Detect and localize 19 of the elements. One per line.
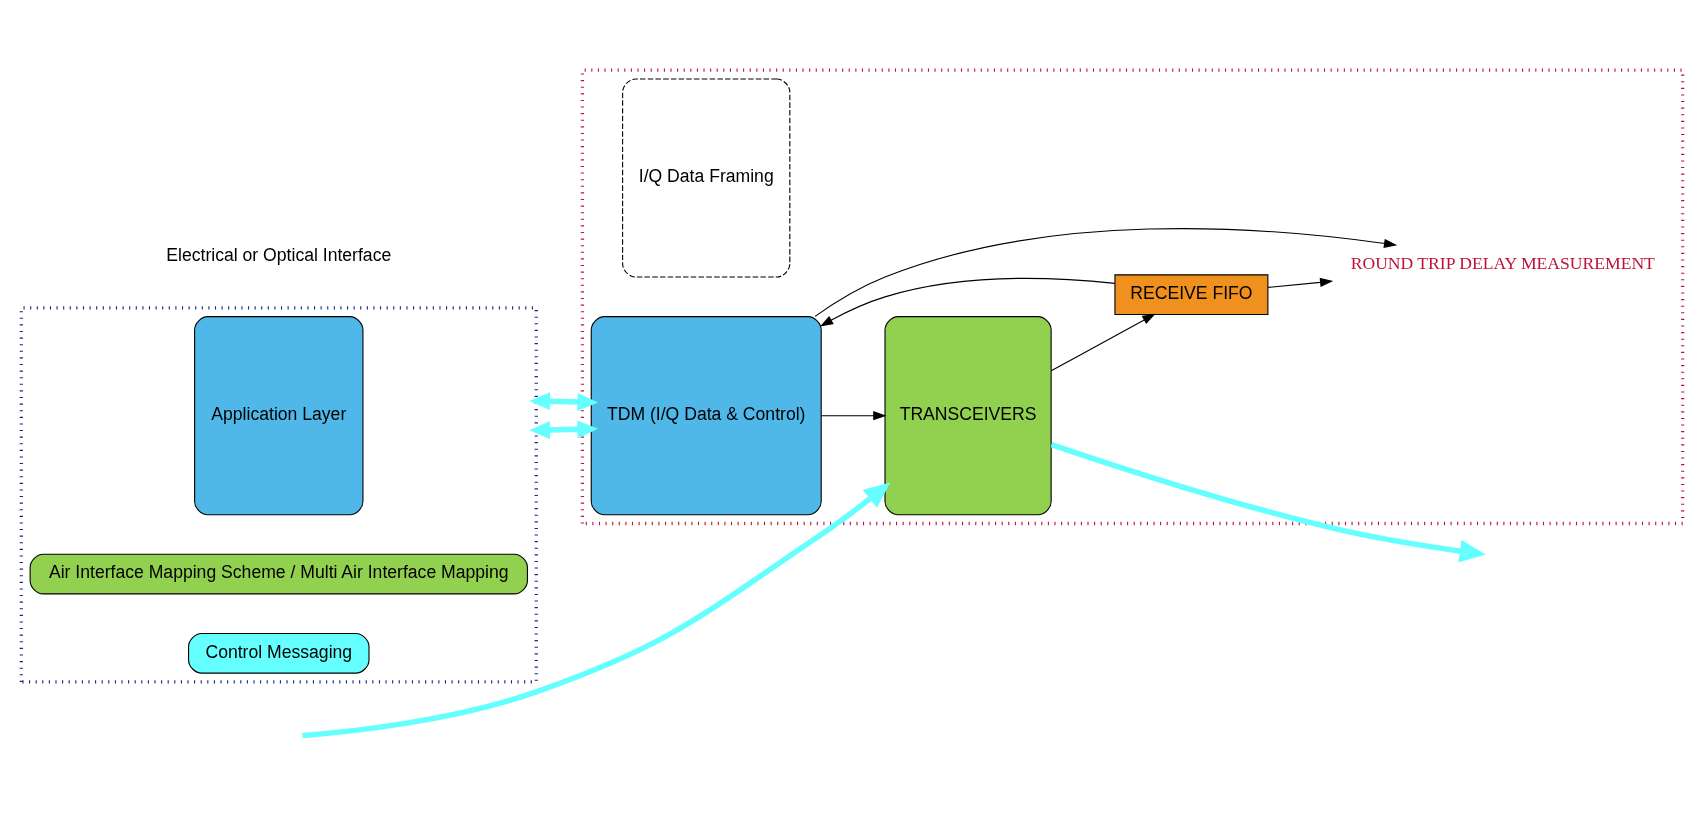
node-box: I/Q Data Framing	[622, 77, 791, 278]
node-box: TDM (I/Q Data & Control)	[590, 315, 822, 515]
node-box: Application Layer	[194, 315, 364, 515]
cluster	[580, 68, 1685, 525]
arrow	[819, 277, 1116, 327]
node-box: Air Interface Mapping Scheme / Multi Air Interface Mapping	[29, 553, 528, 594]
arrow	[529, 419, 599, 439]
arrow	[820, 410, 887, 420]
node-text: ROUND TRIP DELAY MEASUREMENT	[1350, 252, 1655, 273]
arrow	[1050, 441, 1486, 562]
node-box: RECEIVE FIFO	[1114, 273, 1269, 315]
cluster	[19, 305, 538, 684]
arrow	[1050, 313, 1156, 371]
node-box: TRANSCEIVERS	[884, 315, 1052, 515]
arrow	[1267, 277, 1334, 288]
node-box: Control Messaging	[188, 632, 370, 674]
arrow	[302, 482, 891, 738]
label: Electrical or Optical Interface	[166, 244, 392, 265]
arrow	[529, 391, 599, 411]
